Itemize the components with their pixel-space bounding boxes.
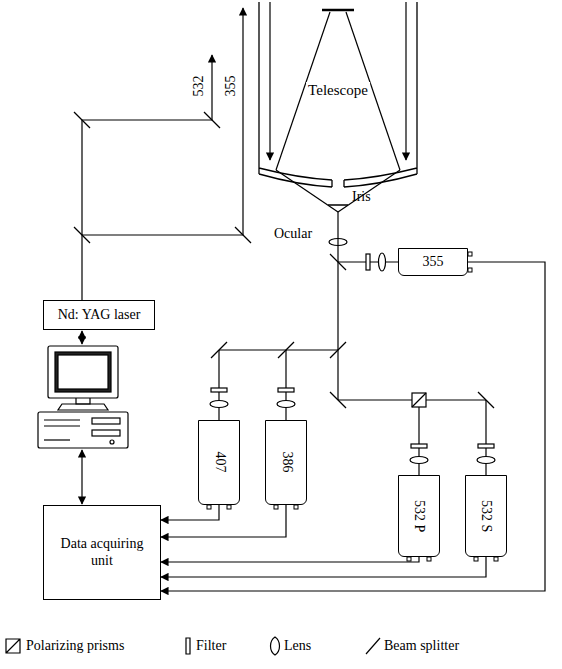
detector: 532 S	[465, 475, 507, 557]
detector-pin	[207, 252, 498, 561]
beam-path	[211, 212, 494, 475]
legend-label: Beam splitter	[384, 638, 459, 654]
node-label: 355	[423, 254, 444, 270]
acquisition-box: Data acquiring unit	[43, 505, 161, 600]
signal-wire	[161, 557, 419, 562]
signal-wire	[161, 505, 286, 537]
signal-wire	[161, 557, 486, 577]
iris	[328, 204, 348, 206]
legend-label: Polarizing prisms	[26, 638, 124, 654]
wavelength-label: 532	[191, 76, 207, 97]
node-label: 386	[278, 452, 294, 473]
computer-icon	[38, 331, 128, 504]
detector: 386	[265, 420, 307, 505]
legend: Polarizing prisms Filter Lens Beam splitter	[4, 636, 558, 658]
node-label: 532 S	[478, 500, 494, 532]
node-label: Data acquiring unit	[44, 536, 160, 568]
laser-beam	[74, 8, 251, 300]
laser-box: Nd: YAG laser	[43, 300, 155, 330]
node-label: Telescope	[306, 82, 370, 99]
signal-wire	[161, 262, 545, 591]
detector: 407	[198, 420, 240, 505]
legend-label: Lens	[284, 638, 311, 654]
node-label: 407	[211, 452, 227, 473]
part-label: Iris	[352, 189, 371, 205]
node-label: 532 P	[411, 500, 427, 532]
node-label: Nd: YAG laser	[52, 307, 147, 323]
wavelength-label: 355	[223, 76, 239, 97]
detector: 532 P	[398, 475, 440, 557]
legend-symbol	[4, 636, 22, 656]
signal-wire	[161, 505, 219, 520]
legend-label: Filter	[196, 638, 226, 654]
filter-lens	[210, 253, 495, 464]
legend-symbol	[266, 636, 284, 656]
telescope: Telescope	[258, 2, 418, 188]
light-ray	[270, 2, 406, 212]
part-label: Ocular	[274, 226, 312, 242]
legend-symbol	[364, 636, 382, 656]
detector: 355	[398, 248, 468, 276]
